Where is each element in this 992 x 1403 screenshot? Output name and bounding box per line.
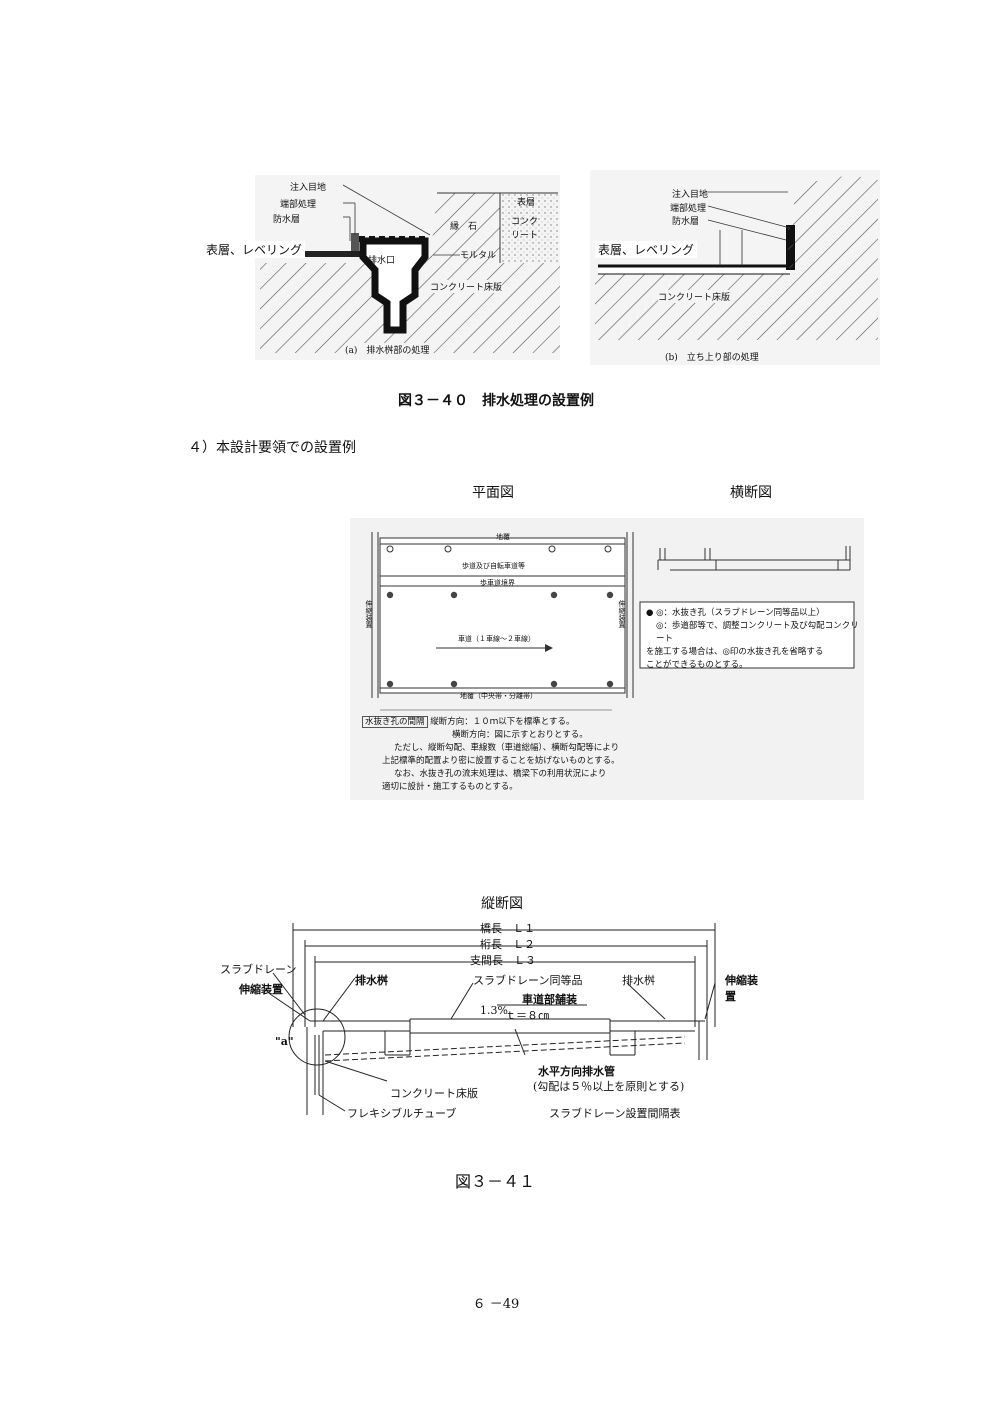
plan-label-curb-top: 地覆	[496, 533, 510, 541]
note-p3: なお、水抜き孔の流末処理は、橋梁下の利用状況により	[394, 769, 607, 779]
label-inlet-joint-b: 注入目地	[672, 190, 709, 200]
label-expansion-left: 伸縮装置	[239, 983, 283, 996]
figure-3-40a: 注入目地 端部処理 防水層 排水口 縁 石 コンク リート 表層 モルタル コン…	[255, 175, 560, 360]
legend-line-3: を施工する場合は、◎印の水抜き孔を省略する	[646, 647, 824, 657]
long-title: 縦断図	[481, 896, 523, 912]
note-p4: 適切に設計・施工するものとする。	[382, 782, 518, 792]
drain-box-detail-drawing	[255, 175, 560, 360]
label-deck: コンクリート床版	[430, 280, 503, 293]
legend-line-1: ● ◎：水抜き孔（スラブドレーン同等品以上）	[646, 608, 825, 618]
label-deck-b: コンクリート床版	[658, 290, 731, 303]
longitudinal-section: 橋長 Ｌ１ 桁長 Ｌ２ 支間長 Ｌ３ スラブドレーン 伸縮装置 排水桝 スラブド…	[215, 915, 760, 1125]
rise-detail-drawing	[590, 170, 880, 365]
plan-panel: 地覆 歩道及び自転車道等 歩車道境界 車道（１車線～２車線） 地覆（中央帯・分離…	[350, 518, 864, 800]
page-number: ６ －49	[472, 1297, 520, 1312]
note-p1: ただし、縦断勾配、車線数（車道総幅）、横断勾配等により	[394, 743, 620, 753]
note-longitudinal: 縦断方向：１０ｍ以下を標準とする。	[430, 717, 575, 727]
plan-label-expansion-left: 伸縮装置	[365, 600, 373, 628]
note-spacing-label: 水抜き孔の間隔	[362, 716, 428, 728]
label-pavement: 車道部舗装	[522, 993, 577, 1006]
figure-3-40-caption: 図３－４０ 排水処理の設置例	[398, 393, 594, 409]
plan-legend: ● ◎：水抜き孔（スラブドレーン同等品以上） ◎：歩道部等で、調整コンクリート及…	[646, 607, 864, 672]
label-surface-leveling-a: 表層、レベリング	[203, 241, 306, 258]
legend-line-4: ことができるものとする。	[646, 660, 748, 670]
label-drain-port: 排水口	[368, 256, 396, 266]
figure-3-41-caption: 図３－４１	[455, 1172, 536, 1191]
label-concrete: コンク リート	[511, 217, 539, 241]
plan-label-expansion-right: 伸縮装置	[618, 600, 626, 628]
plan-label-sidewalk: 歩道及び自転車道等	[462, 562, 525, 570]
plan-title: 平面図	[472, 485, 514, 501]
plan-label-boundary: 歩車道境界	[480, 579, 515, 587]
label-expansion-right: 伸縮装置	[725, 974, 758, 1003]
plan-drawing	[371, 532, 855, 711]
dim-l2: 桁長 Ｌ２	[480, 938, 535, 951]
note-p2: 上記標準的配置より密に設置することを妨げないものとする。	[382, 756, 620, 766]
label-curb: 縁 石	[450, 222, 478, 232]
label-mortar: モルタル	[460, 251, 497, 261]
label-drain-box-left: 排水桝	[355, 974, 388, 987]
label-edge-treatment-b: 端部処理	[670, 204, 707, 214]
label-thickness: ｔ＝８㎝	[505, 1009, 549, 1022]
label-slab-drain: スラブドレーン	[220, 963, 297, 976]
plan-label-curb-bottom: 地覆（中央帯・分離帯）	[460, 692, 537, 700]
label-flex-tube: フレキシブルチューブ	[347, 1107, 457, 1120]
plan-label-roadway: 車道（１車線～２車線）	[458, 635, 535, 643]
label-slope-note: (勾配は５％以上を原則とする)	[533, 1080, 685, 1093]
label-slab-drain-eq: スラブドレーン同等品	[473, 974, 583, 987]
caption-a: (a) 排水桝部の処理	[345, 343, 430, 356]
label-drain-box-right: 排水桝	[622, 974, 655, 987]
label-inlet-joint: 注入目地	[290, 183, 327, 193]
label-deck: コンクリート床版	[390, 1087, 478, 1100]
label-waterproof-layer-b: 防水層	[672, 217, 700, 227]
dim-l1: 橋長 Ｌ１	[480, 922, 535, 935]
figure-3-40b: 注入目地 端部処理 防水層 コンクリート床版 (b) 立ち上り部の処理	[590, 170, 880, 365]
label-a-mark: "a"	[275, 1035, 294, 1048]
caption-b: (b) 立ち上り部の処理	[665, 353, 759, 363]
cross-title: 横断図	[730, 485, 772, 501]
longitudinal-drawing	[269, 923, 716, 1115]
label-horizontal-pipe: 水平方向排水管	[538, 1065, 615, 1078]
label-slope: 1.3%	[480, 1004, 508, 1017]
label-waterproof-layer: 防水層	[273, 215, 301, 225]
section-heading: ４）本設計要領での設置例	[188, 440, 356, 456]
note-transverse: 横断方向：図に示すとおりとする。	[452, 730, 588, 740]
dim-l3: 支間長 Ｌ３	[470, 954, 536, 967]
label-surface-leveling-b: 表層、レベリング	[595, 241, 698, 258]
plan-notes: 水抜き孔の間隔 縦断方向：１０ｍ以下を標準とする。 横断方向：図に示すとおりとす…	[362, 716, 620, 794]
legend-line-2: ◎：歩道部等で、調整コンクリート及び勾配コンクリート	[656, 621, 859, 644]
label-edge-treatment: 端部処理	[280, 200, 317, 210]
label-spacing-table: スラブドレーン設置間隔表	[549, 1107, 681, 1120]
label-surface-layer: 表層	[517, 198, 536, 208]
